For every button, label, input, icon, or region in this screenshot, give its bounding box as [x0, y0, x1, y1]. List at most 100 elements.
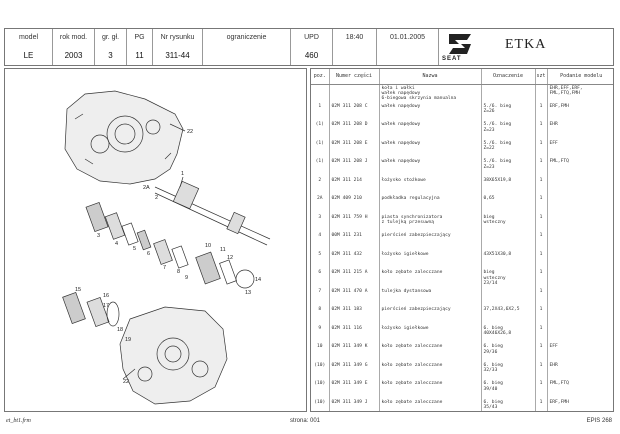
cell-name: koło zębate zalecczane — [379, 380, 482, 399]
header-date: 01.01.2005 — [377, 29, 439, 65]
header-label: ograniczenie — [226, 34, 267, 41]
callout-label: 16 — [103, 293, 109, 299]
cell-part: 02M 311 349 G — [329, 361, 380, 381]
cell-remark: 37,2X43,6X2,5 — [481, 306, 536, 325]
header-drawing-number: Nr rysunku 311-44 — [153, 29, 203, 65]
cell-name: wałek napędowy — [379, 121, 482, 140]
cell-pos: (1) — [311, 158, 330, 177]
header-model-year: rok mod. 2003 — [53, 29, 95, 65]
parts-list-panel: poz. Numer części Nazwa Oznaczenie szt P… — [310, 68, 614, 412]
app-title: ETKA — [505, 37, 547, 52]
cell-name: koło zębate zalecczane — [379, 343, 482, 362]
cell-model: ERF,FMH — [549, 103, 569, 109]
callout-label: 19 — [125, 337, 131, 343]
cell-qty: 1 — [535, 232, 548, 251]
cell-name: koło zębate zalecczane — [379, 269, 482, 288]
cell-part: 02M 311 349 K — [329, 343, 380, 362]
cell-remark — [481, 84, 536, 103]
cell-qty: 1 — [535, 287, 548, 307]
callout-label: 3 — [97, 233, 100, 239]
header-label: PG — [134, 34, 145, 41]
cell-qty: 1 — [535, 176, 548, 196]
cell-remark: bieg wsteczny — [481, 213, 536, 233]
cell-qty: 1 — [535, 306, 548, 325]
cell-model — [547, 177, 613, 196]
callout-label: 5 — [133, 246, 136, 252]
cell-remark: 43X51X30,8 — [481, 250, 536, 270]
header-bar: model LE rok mod. 2003 gr. gł. 3 PG 11 N… — [4, 28, 614, 66]
cell-model — [547, 288, 613, 307]
footer-page: strona: 001 — [290, 418, 321, 424]
cell-name: łożysko igiełkowe — [379, 250, 482, 270]
cell-name: koło zębate zalecczane — [379, 361, 482, 381]
col-header-remark: Oznaczenie — [481, 69, 536, 85]
cell-qty: 1 — [535, 250, 548, 270]
header-value: 311-44 — [165, 51, 190, 60]
cell-pos: 5 — [311, 250, 330, 270]
cell-model: EHR,EFF,ERF, FML,FTQ,FMH — [549, 85, 583, 96]
cell-qty — [535, 84, 548, 103]
callout-label: 17 — [103, 303, 109, 309]
cell-part: 02M 311 208 D — [329, 121, 380, 140]
parts-table: poz. Numer części Nazwa Oznaczenie szt P… — [311, 69, 613, 411]
header-restriction: ograniczenie — [203, 29, 291, 65]
cell-part: 02M 311 183 — [329, 306, 380, 325]
cell-pos: 10 — [311, 343, 330, 362]
cell-part: 02M 311 759 H — [329, 213, 380, 233]
cell-qty: 1 — [535, 361, 548, 381]
cell-name: wałek napędowy — [379, 102, 482, 122]
brand-name: SEAT — [442, 56, 462, 62]
cell-model — [547, 195, 613, 214]
cell-model: EHR — [549, 122, 558, 128]
col-header-part: Numer części — [329, 69, 380, 85]
cell-part: 02M 311 349 J — [329, 398, 380, 411]
cell-name: koła i wałki wałek napędowy 6-biegowa sk… — [379, 84, 482, 103]
cell-model — [547, 306, 613, 325]
header-value: 11 — [135, 51, 144, 60]
cell-model: EHR — [549, 362, 558, 368]
header-value: 3 — [108, 51, 113, 60]
footer-epis: EPIS 268 — [586, 418, 612, 424]
cell-remark: bieg wsteczny 23/14 — [481, 269, 536, 288]
cell-qty: 1 — [535, 158, 548, 177]
callout-label: 1 — [181, 171, 184, 177]
callout-label: 10 — [205, 243, 211, 249]
table-row[interactable]: koła i wałki wałek napędowy 6-biegowa sk… — [311, 84, 613, 103]
cell-model: EFF — [549, 140, 558, 146]
header-time-value: 18:40 — [345, 34, 364, 41]
header-main-group: gr. gł. 3 — [95, 29, 127, 65]
header-pg: PG 11 — [127, 29, 153, 65]
cell-qty: 1 — [535, 343, 548, 362]
cell-name: koło zębate zalecczane — [379, 398, 482, 411]
cell-part: 02M 311 215 A — [329, 269, 380, 288]
cell-name: podkładka regulacyjna — [379, 195, 482, 214]
cell-qty: 1 — [535, 380, 548, 399]
col-header-name: Nazwa — [379, 69, 482, 85]
callout-label: 6 — [147, 251, 150, 257]
cell-remark: 5./6. bieg Z=23 — [481, 158, 536, 177]
cell-part: 02M 311 208 C — [329, 102, 380, 122]
cell-part: 02M 311 214 — [329, 176, 380, 196]
cell-pos: 6 — [311, 269, 330, 288]
header-label: UPD — [304, 34, 319, 41]
header-value: 460 — [304, 51, 319, 60]
cell-qty: 1 — [535, 324, 548, 344]
cell-pos: (10) — [311, 361, 330, 381]
